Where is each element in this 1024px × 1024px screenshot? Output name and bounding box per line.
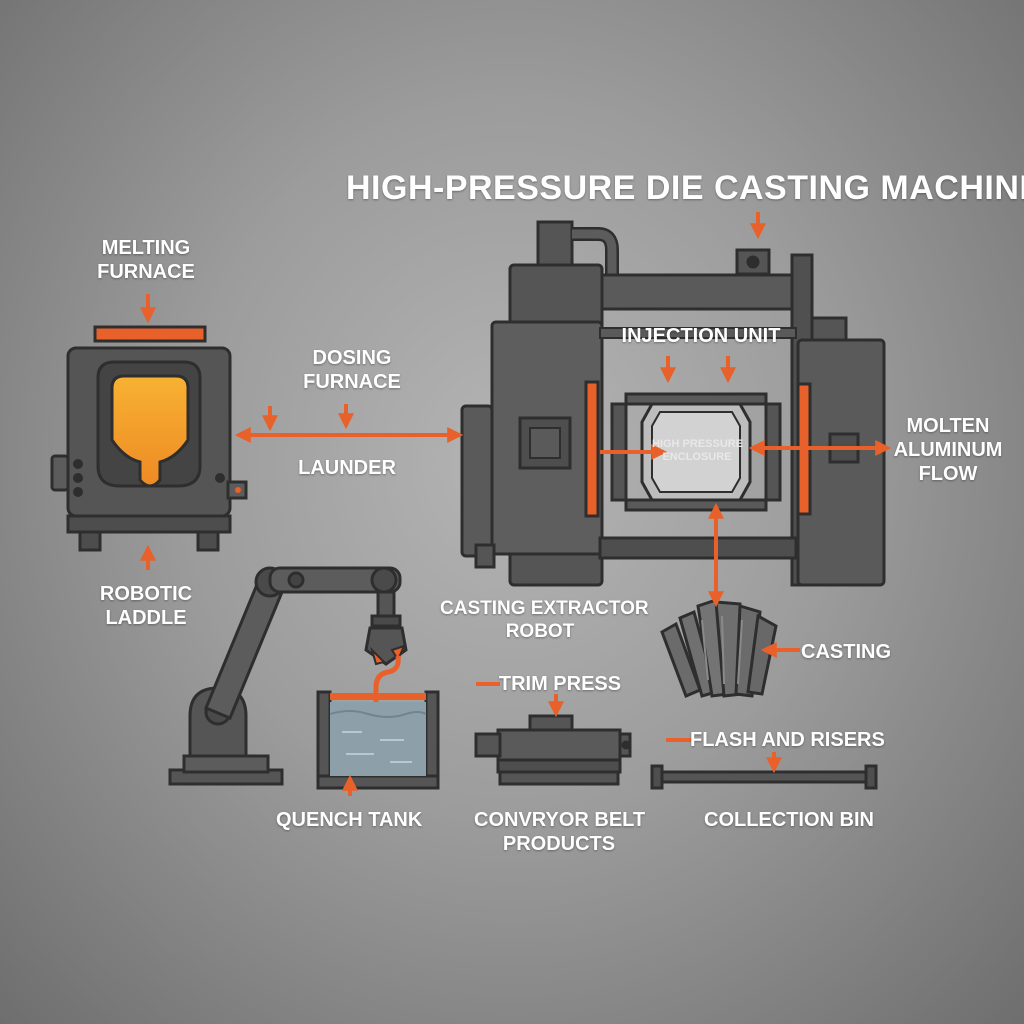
label-die-center: HIGH PRESSURE ENCLOSURE <box>652 438 744 464</box>
quench-water <box>330 702 426 776</box>
castings <box>660 597 778 698</box>
melting-furnace <box>50 325 248 552</box>
die-casting-machine <box>460 220 886 587</box>
flow-arrows <box>140 212 892 796</box>
label-melting-furnace: MELTING FURNACE <box>97 237 195 283</box>
furnace-lid <box>93 325 207 343</box>
left-platen-strip <box>584 380 600 518</box>
die-mold <box>610 392 782 512</box>
label-conveyor-belt-products: CONVRYOR BELT PRODUCTS <box>474 809 646 855</box>
extractor-robot-arm <box>168 566 408 786</box>
label-quench-tank: QUENCH TANK <box>276 809 423 831</box>
label-robotic-ladle: ROBOTIC LADDLE <box>99 583 193 629</box>
label-casting-extractor-robot: CASTING EXTRACTOR ROBOT <box>440 598 649 642</box>
molten-metal <box>110 374 190 488</box>
quench-tank <box>316 690 440 790</box>
label-collection-bin: COLLECTION BIN <box>704 809 874 831</box>
diagram-title: HIGH-PRESSURE DIE CASTING MACHINE <box>346 169 1024 207</box>
label-injection-unit: INJECTION UNIT <box>621 325 781 347</box>
label-flash-and-risers: FLASH AND RISERS <box>690 729 885 751</box>
label-launder: LAUNDER <box>298 457 396 479</box>
label-trim-press: TRIM PRESS <box>498 673 622 695</box>
collection-bin <box>650 764 878 790</box>
label-dosing-furnace: DOSING FURNACE <box>303 347 401 393</box>
label-casting: CASTING <box>801 641 891 663</box>
trim-press <box>474 714 632 786</box>
label-molten-aluminum-flow: MOLTEN ALUMINUM FLOW <box>893 415 1003 485</box>
